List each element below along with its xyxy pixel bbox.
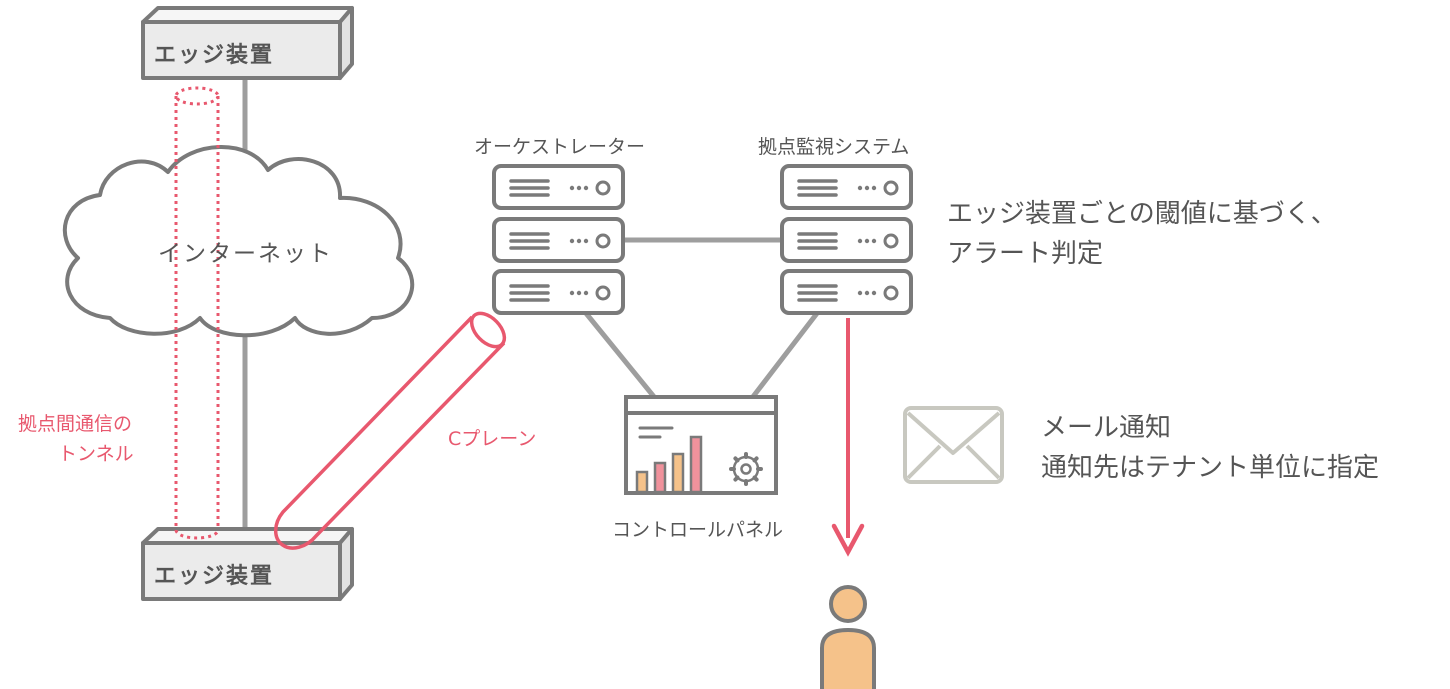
chart-bar-2 (653, 461, 667, 494)
user-person-icon (820, 585, 876, 689)
internet-cloud-icon (62, 145, 415, 338)
alert-arrow (831, 318, 865, 557)
tunnel-pipe (174, 86, 220, 540)
mail-note-line1: メール通知 (1041, 413, 1172, 443)
monitor-server-icon (780, 164, 913, 315)
control-panel-label: コントロールパネル (612, 519, 784, 541)
cplane-label: Cプレーン (448, 428, 537, 450)
mail-note-line2: 通知先はテナント単位に指定 (1041, 453, 1380, 483)
line-monitor-to-panel (749, 309, 821, 401)
chart-bar-4 (689, 435, 703, 494)
edge-device-top (141, 6, 354, 80)
alert-note-line1: エッジ装置ごとの閾値に基づく、 (947, 199, 1337, 229)
chart-bar-1 (635, 470, 649, 494)
orchestrator-label: オーケストレーター (474, 136, 646, 158)
alert-note-line2: アラート判定 (947, 239, 1104, 269)
edge-device-bottom-label: エッジ装置 (154, 564, 275, 589)
cplane-pipe (273, 311, 507, 550)
edge-device-bottom (141, 527, 354, 601)
tunnel-label-line2: トンネル (58, 443, 134, 465)
internet-label: インターネット (158, 241, 333, 267)
orchestrator-server-icon (492, 164, 625, 315)
chart-bar-3 (671, 452, 685, 494)
edge-device-top-label: エッジ装置 (154, 43, 275, 68)
mail-icon (903, 406, 1004, 484)
monitor-label: 拠点監視システム (758, 136, 910, 158)
gear-icon (729, 452, 763, 486)
line-orchestrator-to-panel (582, 309, 658, 401)
tunnel-label-line1: 拠点間通信の (18, 413, 133, 435)
control-panel-icon (624, 395, 778, 495)
